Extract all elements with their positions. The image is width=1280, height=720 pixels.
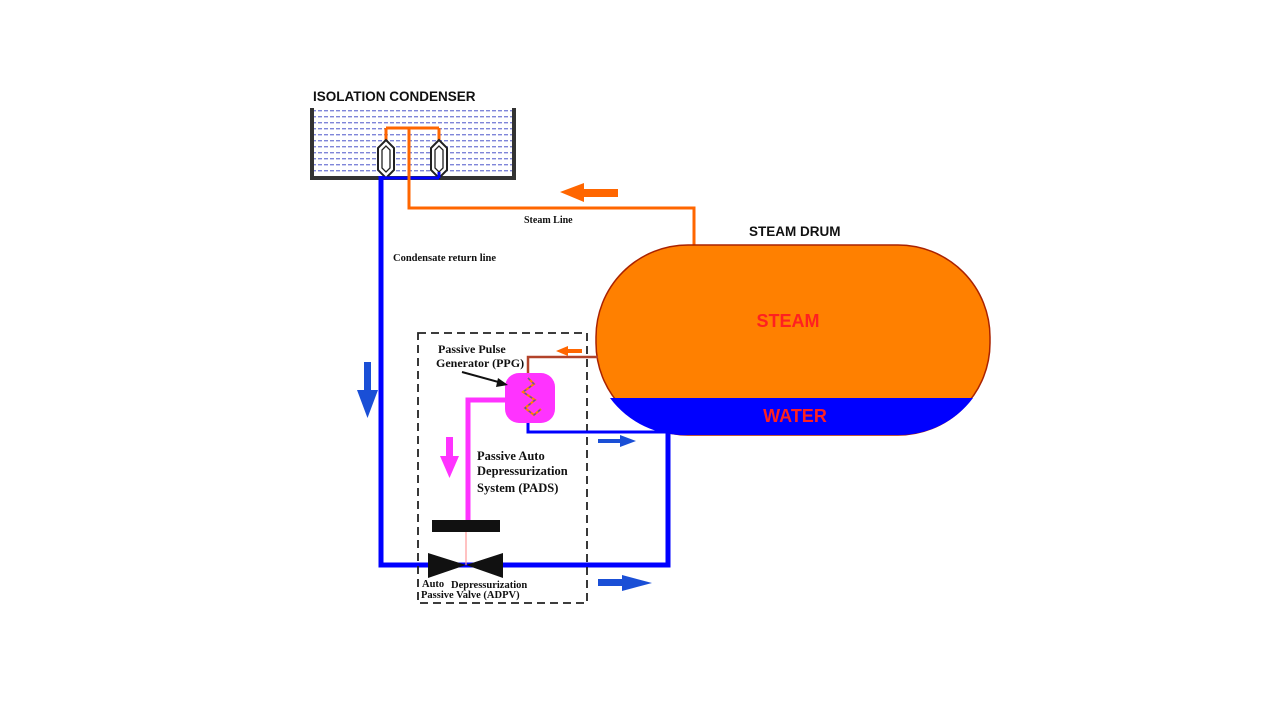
ppg-label-line1: Passive Pulse xyxy=(438,342,506,356)
ppg-steam-feed-line xyxy=(526,355,598,378)
pads-boundary xyxy=(417,332,588,604)
adpv-label-line2: Passive Valve (ADPV) xyxy=(421,590,520,601)
adpv-label-auto: Auto xyxy=(422,579,444,590)
passive-pulse-generator xyxy=(505,373,555,423)
water-label: WATER xyxy=(763,406,827,426)
condensate-return-line-label: Condensate return line xyxy=(393,253,496,264)
steam-drum-title: STEAM DRUM xyxy=(749,224,841,239)
pads-label-line3: System (PADS) xyxy=(477,481,558,495)
arrow-icon xyxy=(598,435,636,447)
steam-drum xyxy=(595,244,991,436)
condensate-return-line xyxy=(378,176,671,568)
steam-drum-water-space xyxy=(610,398,973,436)
arrow-icon xyxy=(556,346,582,356)
adpv-label-depressurization: Depressurization xyxy=(451,580,527,591)
pads-label-line2: Depressurization xyxy=(477,464,568,478)
pads-actuation-line xyxy=(465,397,505,521)
arrow-icon xyxy=(598,575,652,591)
condenser-tube-icon xyxy=(377,138,395,180)
arrow-icon xyxy=(560,183,618,202)
bowtie-valve-icon xyxy=(428,553,503,578)
condenser-pool-water xyxy=(313,110,514,177)
pointer-arrow-icon xyxy=(461,371,508,387)
ppg-label-line2: Generator (PPG) xyxy=(436,356,524,370)
isolation-condenser-title: ISOLATION CONDENSER xyxy=(313,89,476,104)
arrow-icon xyxy=(357,362,378,418)
steam-label: STEAM xyxy=(757,311,820,331)
steam-line xyxy=(407,176,696,246)
pads-label-line1: Passive Auto xyxy=(477,449,545,463)
adpv-actuator-plate xyxy=(432,520,500,532)
arrow-icon xyxy=(440,437,459,478)
steam-line-label: Steam Line xyxy=(524,215,573,226)
isolation-condenser xyxy=(310,108,516,180)
condenser-header-pipe xyxy=(384,126,441,176)
